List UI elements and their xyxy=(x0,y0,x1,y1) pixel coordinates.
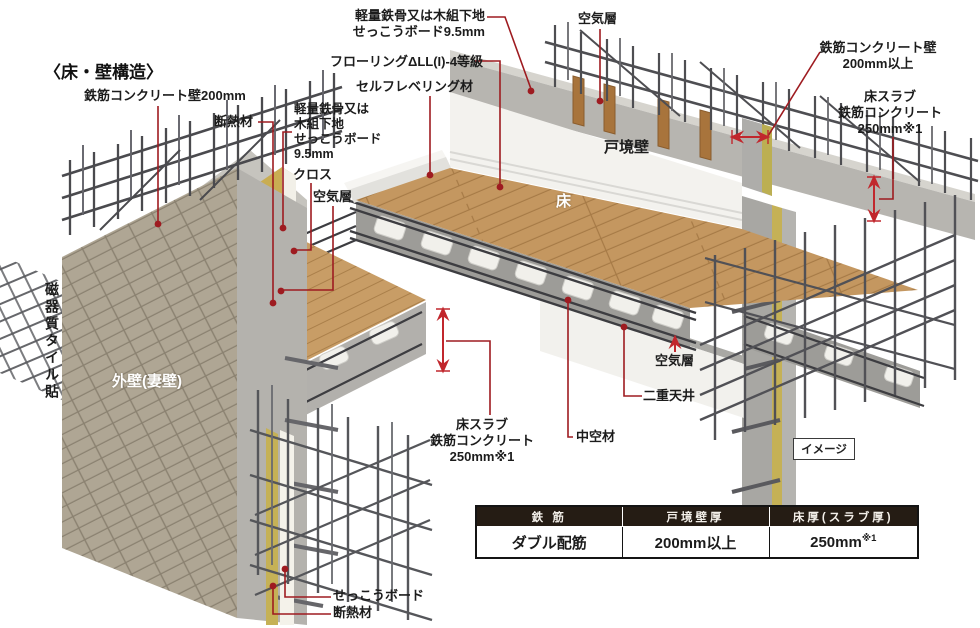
label-insulation-top: 断熱材 xyxy=(214,114,254,129)
spec-table-value-row: ダブル配筋 200mm以上 250mm※1 xyxy=(475,526,919,559)
label-party-wall: 戸境壁 xyxy=(604,139,650,156)
leader-rc-wall-200up xyxy=(767,51,821,137)
leader-yuka-slab-right xyxy=(879,137,894,200)
label-floor: 床 xyxy=(556,193,572,210)
label-porcelain-tile: 磁器質タイル貼 xyxy=(44,282,60,401)
party-wall-assembly xyxy=(449,22,979,240)
floor-white-layer xyxy=(344,150,446,190)
wall-top-rebar xyxy=(544,22,979,200)
spec-table-header-row: 鉄 筋 戸境壁厚 床厚(スラブ厚) xyxy=(475,505,919,527)
void-blocks xyxy=(373,215,685,330)
page-title: 〈床・壁構造〉 xyxy=(44,63,163,82)
wood-floor-surface xyxy=(356,168,918,308)
leader-flooring xyxy=(474,60,501,184)
header-party-wall-thickness: 戸境壁厚 xyxy=(621,505,770,527)
leader-lines xyxy=(157,16,894,615)
leader-dannetsu-bottom xyxy=(272,589,331,615)
wall-dowel-bars xyxy=(731,298,781,494)
label-flooring-grade: フローリングΔLL(I)-4等級 xyxy=(330,54,484,69)
right-rebar-cage xyxy=(699,195,957,440)
party-wall-face xyxy=(450,92,742,228)
label-air-layer-right: 空気層 xyxy=(655,353,695,368)
label-lightgauge-board-left: 軽量鉄骨又は 木組下地 せっこうボード 9.5mm xyxy=(294,102,382,161)
leader-kuki-left xyxy=(284,206,334,291)
dimension-arrows xyxy=(436,130,881,374)
label-air-layer-left: 空気層 xyxy=(313,189,353,204)
label-insulation-bottom: 断熱材 xyxy=(333,605,373,620)
leader-kurosu xyxy=(297,183,312,251)
leader-sekko-bottom xyxy=(284,572,331,598)
label-double-ceiling: 二重天井 xyxy=(643,388,696,403)
label-rc-wall-200-over: 鉄筋コンクリート壁 200mm以上 xyxy=(819,40,937,71)
leader-keiryo-top xyxy=(487,16,532,90)
value-slab-note: ※1 xyxy=(861,533,877,544)
label-gypsum-board-bottom: せっこうボード xyxy=(333,588,425,603)
label-hollow-material: 中空材 xyxy=(576,429,616,444)
wall-end-insulation xyxy=(762,124,772,196)
leader-yuka-slab-left xyxy=(446,340,491,415)
label-outer-wall: 外壁(妻壁) xyxy=(112,373,182,390)
self-leveling-strip xyxy=(348,157,452,203)
leader-dots xyxy=(154,87,628,590)
label-self-leveling: セルフレベリング材 xyxy=(356,79,474,94)
main-floor xyxy=(344,150,918,308)
leader-niju-tenjo xyxy=(623,330,642,397)
ceiling-panel xyxy=(540,297,744,418)
wall-skirting-lines xyxy=(449,151,743,221)
label-floor-slab-right: 床スラブ 鉄筋コンクリート 250mm※1 xyxy=(837,89,942,136)
label-air-layer-top: 空気層 xyxy=(578,11,618,26)
value-party-wall-thickness: 200mm以上 xyxy=(621,526,770,559)
label-floor-slab-left: 床スラブ 鉄筋コンクリート 250mm※1 xyxy=(430,417,535,464)
header-slab-thickness: 床厚(スラブ厚) xyxy=(768,505,919,527)
image-disclaimer-tag: イメージ xyxy=(793,438,855,460)
value-rebar: ダブル配筋 xyxy=(475,526,623,559)
label-rc-wall-200mm: 鉄筋コンクリート壁200mm xyxy=(84,88,246,103)
return-dowels xyxy=(269,356,339,608)
label-cloth-left: クロス xyxy=(293,167,333,182)
value-slab-main: 250mm xyxy=(810,534,862,551)
header-rebar: 鉄 筋 xyxy=(475,505,623,527)
spec-table: 鉄 筋 戸境壁厚 床厚(スラブ厚) ダブル配筋 200mm以上 250mm※1 xyxy=(475,505,919,559)
leader-keiryo-left xyxy=(282,131,292,225)
outer-wall-rebar xyxy=(61,70,343,235)
tile-wall-face xyxy=(62,168,237,618)
leader-dannetsu-top xyxy=(258,121,274,300)
label-lightgauge-board-top: 軽量鉄骨又は木組下地 せっこうボード9.5mm xyxy=(352,8,485,39)
value-slab-thickness: 250mm※1 xyxy=(768,526,919,559)
beam-rebar-cage xyxy=(249,385,433,622)
leader-chuku xyxy=(567,303,573,438)
